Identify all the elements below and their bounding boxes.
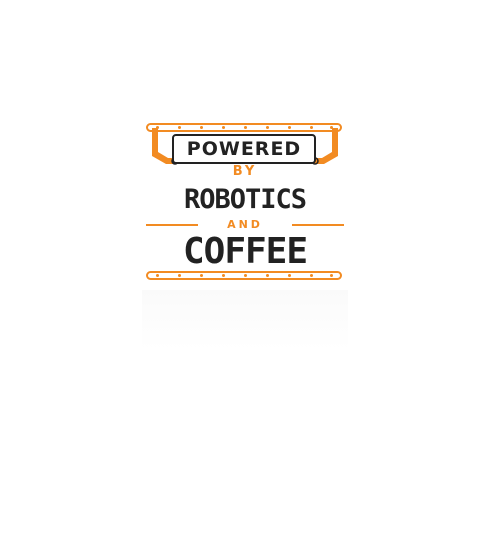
rail-bolt: [178, 126, 181, 129]
rail-bolt: [244, 274, 247, 277]
rail-bolt: [266, 274, 269, 277]
rail-bolt: [288, 274, 291, 277]
rail-bolt: [200, 126, 203, 129]
coffee-text: COFFEE: [182, 231, 308, 272]
rail-bolt: [156, 274, 159, 277]
rail-bolt: [330, 126, 333, 129]
top-conveyor-rail: [146, 123, 342, 132]
robotics-coffee-logo: POWERED BY ROBOTICS AND COFFEE: [142, 118, 348, 286]
bottom-conveyor-rail: [146, 271, 342, 280]
faded-reflection: [142, 290, 348, 350]
divider-left: [146, 224, 198, 226]
rail-bolt: [156, 126, 159, 129]
rail-bolt: [310, 126, 313, 129]
rail-bolt: [330, 274, 333, 277]
rail-bolt: [266, 126, 269, 129]
powered-text: POWERED: [172, 134, 316, 164]
by-text: BY: [232, 164, 258, 179]
robotics-text: ROBOTICS: [183, 184, 307, 215]
rail-bolt: [200, 274, 203, 277]
rail-bolt: [178, 274, 181, 277]
and-text: AND: [227, 218, 263, 231]
rail-bolt: [222, 126, 225, 129]
rail-bolt: [310, 274, 313, 277]
rail-bolt: [244, 126, 247, 129]
rail-bolt: [288, 126, 291, 129]
rail-bolt: [222, 274, 225, 277]
divider-right: [292, 224, 344, 226]
